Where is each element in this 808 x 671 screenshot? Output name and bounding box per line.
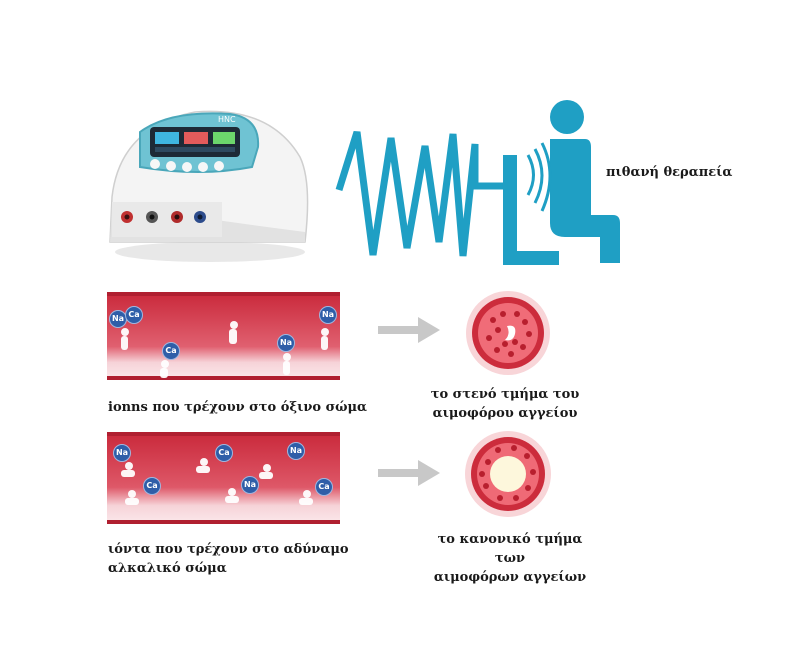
device-brand-text: HNC	[218, 115, 236, 124]
ion-badge: Na	[113, 444, 131, 462]
ion-badge: Ca	[162, 342, 180, 360]
ion-badge: Ca	[315, 478, 333, 496]
ion-badge: Na	[319, 306, 337, 324]
narrow-vessel-cross-section	[466, 291, 550, 375]
seated-person-icon	[503, 100, 620, 265]
caption-line: το στενό τμήμα του	[430, 387, 580, 402]
vessel-alkaline: Na Ca Na Ca Na Ca	[107, 432, 340, 524]
caption-normal-vessel: το κανονικό τμήμα των αιμοφόρων αγγείων	[425, 530, 595, 587]
caption-line: αιμοφόρου αγγείου	[432, 406, 578, 421]
ion-badge: Ca	[215, 444, 233, 462]
ion-badge: Na	[277, 334, 295, 352]
vessel-acidic: Na Ca Ca Na Na	[107, 292, 340, 380]
caption-line: ιόντα που τρέχουν στο αδύναμο	[108, 542, 349, 557]
therapy-device-image: HNC	[109, 110, 309, 262]
caption-line: αλκαλικό σώμα	[108, 561, 227, 576]
caption-line: το κανονικό τμήμα των	[437, 532, 583, 566]
therapy-label: πιθανή θεραπεία	[606, 165, 733, 180]
caption-acidic-body: ionns που τρέχουν στο όξινο σώμα	[108, 400, 368, 415]
caption-line: αιμοφόρων αγγείων	[433, 570, 587, 585]
ion-badge: Ca	[143, 477, 161, 495]
caption-alkaline-body: ιόντα που τρέχουν στο αδύναμο αλκαλικό σ…	[108, 540, 349, 578]
ion-badge: Na	[287, 442, 305, 460]
caption-narrow-vessel: το στενό τμήμα του αιμοφόρου αγγείου	[430, 385, 580, 423]
arrow-right-icon	[378, 460, 440, 486]
arrow-right-icon	[378, 317, 440, 343]
electric-wave-graphic	[335, 130, 510, 257]
normal-vessel-cross-section	[465, 431, 551, 517]
ion-badge: Na	[241, 476, 259, 494]
ion-badge: Ca	[125, 306, 143, 324]
